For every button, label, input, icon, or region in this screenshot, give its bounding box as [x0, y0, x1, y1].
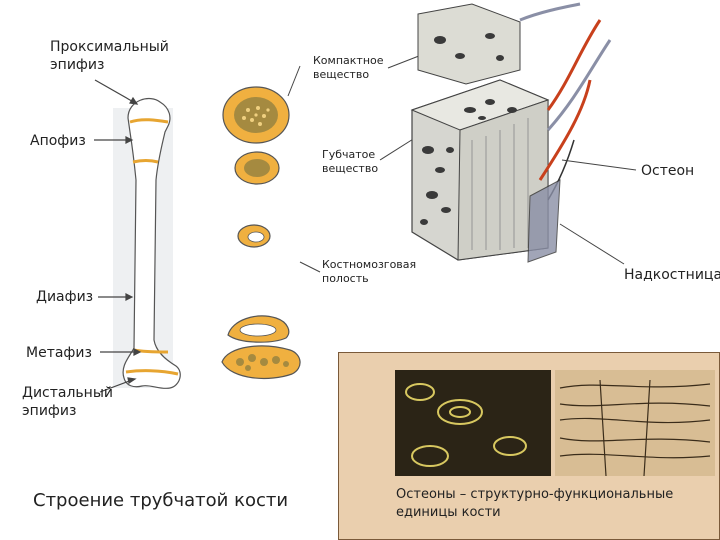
- section-metaphysis-cavity: [240, 324, 276, 336]
- osteon-photo-dark: [395, 370, 551, 476]
- section-apophysis-spongy: [244, 159, 270, 177]
- label-compact-substance: Компактное вещество: [313, 54, 403, 82]
- label-apophysis: Апофиз: [30, 132, 86, 150]
- vessel-vein-2: [520, 4, 580, 20]
- label-spongy-substance: Губчатое вещество: [322, 148, 412, 176]
- label-metaphysis: Метафиз: [26, 344, 92, 362]
- osteon-caption: Остеоны – структурно-функциональные един…: [396, 486, 716, 522]
- label-osteon: Остеон: [641, 162, 694, 180]
- right-leaders: [560, 160, 636, 264]
- label-distal-epiphysis: Дистальный эпифиз: [22, 384, 132, 420]
- label-proximal-epiphysis: Проксимальный эпифиз: [50, 38, 200, 74]
- label-diaphysis: Диафиз: [36, 288, 93, 306]
- page-title: Строение трубчатой кости: [33, 490, 288, 511]
- cross-sections: [222, 87, 300, 378]
- label-periosteum: Надкостница: [624, 266, 720, 284]
- bone-block-3d: [412, 4, 548, 260]
- block-upper-column: [418, 4, 520, 84]
- section-diaphysis-cavity: [248, 232, 264, 242]
- label-marrow-cavity: Костномозговая полость: [322, 258, 442, 286]
- apophysis-line: [133, 161, 158, 163]
